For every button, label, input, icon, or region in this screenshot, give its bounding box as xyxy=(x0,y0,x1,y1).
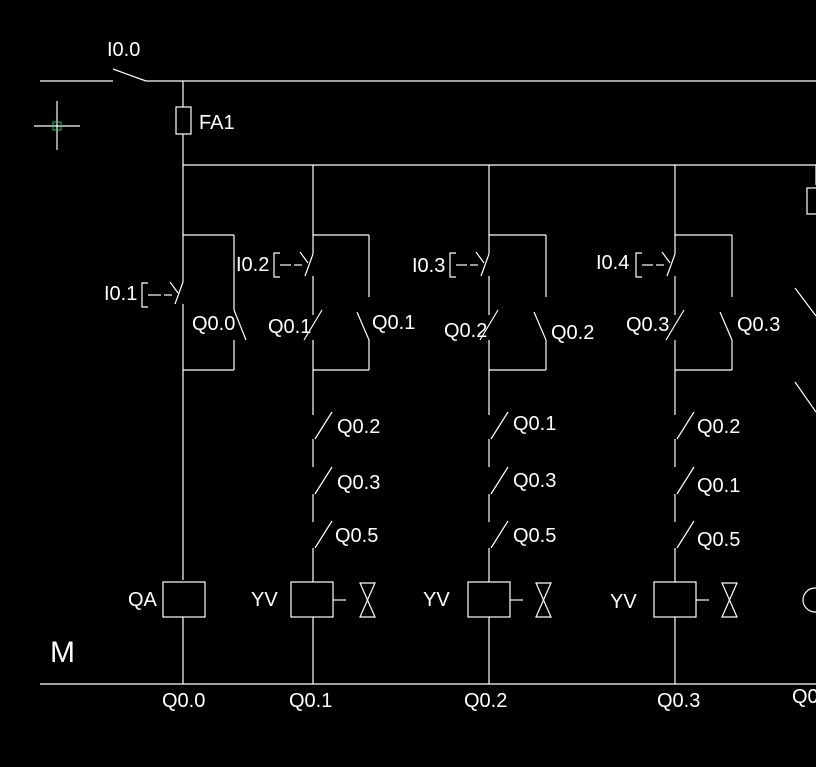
rung-2: I0.2 Q0.1 Q0.1 Q0.2 Q0.3 Q0.5 YV Q0.1 xyxy=(236,165,415,712)
rung-5-partial: Q0 xyxy=(792,165,816,708)
r5-output-label: Q0 xyxy=(792,686,816,708)
r2-series2-label: Q0.3 xyxy=(337,472,380,494)
r3-output-label: Q0.2 xyxy=(464,690,507,712)
main-switch-label: I0.0 xyxy=(107,39,140,61)
r3-series2-label: Q0.3 xyxy=(513,470,556,492)
rung-4: I0.4 Q0.3 Q0.3 Q0.2 Q0.1 Q0.5 YV Q0.3 xyxy=(596,165,780,712)
r4-series1-label: Q0.2 xyxy=(697,416,740,438)
r4-series3-label: Q0.5 xyxy=(697,529,740,551)
fuse-label: FA1 xyxy=(199,112,235,134)
r3-interlock-label: Q0.2 xyxy=(444,320,487,342)
r2-coil-label: YV xyxy=(251,589,278,611)
r4-hold-label: Q0.3 xyxy=(737,314,780,336)
rail-label: M xyxy=(50,636,75,669)
r3-coil-label: YV xyxy=(423,589,450,611)
r4-coil-label: YV xyxy=(610,591,637,613)
r4-series2-label: Q0.1 xyxy=(697,475,740,497)
rung-3: I0.3 Q0.2 Q0.2 Q0.1 Q0.3 Q0.5 YV Q0.2 xyxy=(412,165,594,712)
r4-i04-label: I0.4 xyxy=(596,252,629,274)
r2-interlock-label: Q0.1 xyxy=(268,316,311,338)
r2-hold-label: Q0.1 xyxy=(372,312,415,334)
r2-series1-label: Q0.2 xyxy=(337,416,380,438)
r3-i03-label: I0.3 xyxy=(412,255,445,277)
r2-output-label: Q0.1 xyxy=(289,690,332,712)
main-switch: I0.0 xyxy=(40,39,816,82)
r1-output-label: Q0.0 xyxy=(162,690,205,712)
r2-series3-label: Q0.5 xyxy=(335,525,378,547)
r4-output-label: Q0.3 xyxy=(657,690,700,712)
rung-1: I0.1 Q0.0 QA Q0.0 xyxy=(104,165,247,712)
r4-interlock-label: Q0.3 xyxy=(626,314,669,336)
crosshair-cursor-icon xyxy=(34,101,80,150)
bottom-rail: M xyxy=(40,636,816,685)
r3-hold-label: Q0.2 xyxy=(551,322,594,344)
r1-coil-label: QA xyxy=(128,589,158,611)
r1-hold-label: Q0.0 xyxy=(192,313,235,335)
r3-series3-label: Q0.5 xyxy=(513,525,556,547)
r1-i01-label: I0.1 xyxy=(104,283,137,305)
r2-i02-label: I0.2 xyxy=(236,254,269,276)
r3-series1-label: Q0.1 xyxy=(513,413,556,435)
fuse: FA1 xyxy=(175,81,235,165)
